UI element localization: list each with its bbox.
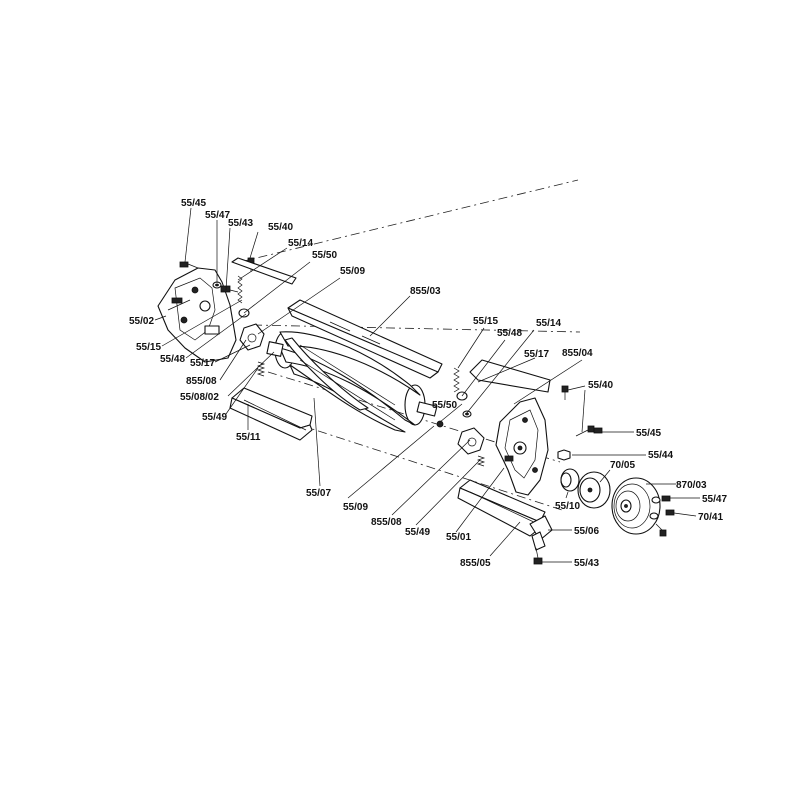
right-side-plate bbox=[469, 359, 551, 496]
callout-855-05: 855/05 bbox=[460, 558, 491, 569]
upper-left-bracket bbox=[231, 257, 297, 285]
callout-55-17-left: 55/17 bbox=[190, 358, 215, 369]
callout-55-01: 55/01 bbox=[446, 532, 471, 543]
callout-55-06: 55/06 bbox=[574, 526, 599, 537]
right-fasteners bbox=[453, 367, 603, 467]
callout-55-08-02: 55/08/02 bbox=[180, 392, 219, 403]
callout-55-17-right: 55/17 bbox=[524, 349, 549, 360]
callout-55-15-right: 55/15 bbox=[473, 316, 498, 327]
callout-55-47-top: 55/47 bbox=[205, 210, 230, 221]
bolt-55-43-top-icon bbox=[220, 285, 239, 293]
callout-55-48-right: 55/48 bbox=[497, 328, 522, 339]
hub-70-05 bbox=[577, 471, 611, 509]
reel-cylinder bbox=[266, 331, 444, 433]
callout-870-03: 870/03 bbox=[676, 480, 707, 491]
callout-70-41: 70/41 bbox=[698, 512, 723, 523]
callout-55-40-top: 55/40 bbox=[268, 222, 293, 233]
washer-55-17-right-icon bbox=[462, 410, 472, 418]
callout-55-50-left: 55/50 bbox=[312, 250, 337, 261]
callout-55-09-top: 55/09 bbox=[340, 266, 365, 277]
pulley-870-03 bbox=[611, 477, 661, 535]
callout-55-11: 55/11 bbox=[236, 432, 261, 443]
bolt-55-45-right-icon bbox=[593, 427, 603, 434]
pulley-fasteners bbox=[649, 495, 675, 537]
callout-55-49-left: 55/49 bbox=[202, 412, 227, 423]
callout-855-04: 855/04 bbox=[562, 348, 593, 359]
callout-55-09-bottom: 55/09 bbox=[343, 502, 368, 513]
callout-855-03: 855/03 bbox=[410, 286, 441, 297]
callout-55-45-right: 55/45 bbox=[636, 428, 661, 439]
left-side-plate bbox=[157, 267, 237, 363]
spring-55-15-right-icon bbox=[453, 367, 460, 393]
callout-55-45-top: 55/45 bbox=[181, 198, 206, 209]
callout-55-43-top: 55/43 bbox=[228, 218, 253, 229]
callout-labels: 55/45 55/47 55/43 55/40 55/14 55/50 55/0… bbox=[129, 198, 727, 569]
bolt-55-50-right-icon bbox=[575, 425, 595, 437]
left-fasteners bbox=[179, 257, 266, 377]
bushing-55-10 bbox=[560, 468, 580, 492]
callout-55-14-right: 55/14 bbox=[536, 318, 561, 329]
callout-55-43-right: 55/43 bbox=[574, 558, 599, 569]
spring-55-49-bottom-icon bbox=[476, 455, 486, 467]
leader-lines bbox=[154, 207, 700, 563]
bolt-55-45-top-icon bbox=[179, 261, 199, 269]
bolt-55-43-right-icon bbox=[533, 547, 543, 565]
callout-55-48-left: 55/48 bbox=[160, 354, 185, 365]
callout-855-08-bottom: 855/08 bbox=[371, 517, 402, 528]
nut-55-44-icon bbox=[557, 449, 571, 461]
callout-55-02: 55/02 bbox=[129, 316, 154, 327]
spring-55-15-left-icon bbox=[237, 275, 243, 304]
callout-55-44: 55/44 bbox=[648, 450, 673, 461]
callout-55-15-left: 55/15 bbox=[136, 342, 161, 353]
spring-55-49-left-icon bbox=[256, 361, 266, 377]
callout-55-49-bottom: 55/49 bbox=[405, 527, 430, 538]
callout-55-47-right: 55/47 bbox=[702, 494, 727, 505]
top-bar bbox=[287, 299, 443, 379]
bearing-855-08-bottom-icon bbox=[457, 427, 485, 455]
callout-55-40-right: 55/40 bbox=[588, 380, 613, 391]
callout-55-14-left: 55/14 bbox=[288, 238, 313, 249]
callout-55-10: 55/10 bbox=[555, 501, 580, 512]
callout-70-05: 70/05 bbox=[610, 460, 635, 471]
washer-55-47-right-icon bbox=[651, 496, 661, 504]
callout-55-07: 55/07 bbox=[306, 488, 331, 499]
callout-855-08-left: 855/08 bbox=[186, 376, 217, 387]
bolt-55-40-right-icon bbox=[561, 385, 569, 400]
callout-55-50-right: 55/50 bbox=[432, 400, 457, 411]
bearing-855-08-left-icon bbox=[239, 323, 265, 351]
bottom-bracket bbox=[529, 515, 553, 565]
washer-70-41-icon bbox=[649, 512, 659, 520]
